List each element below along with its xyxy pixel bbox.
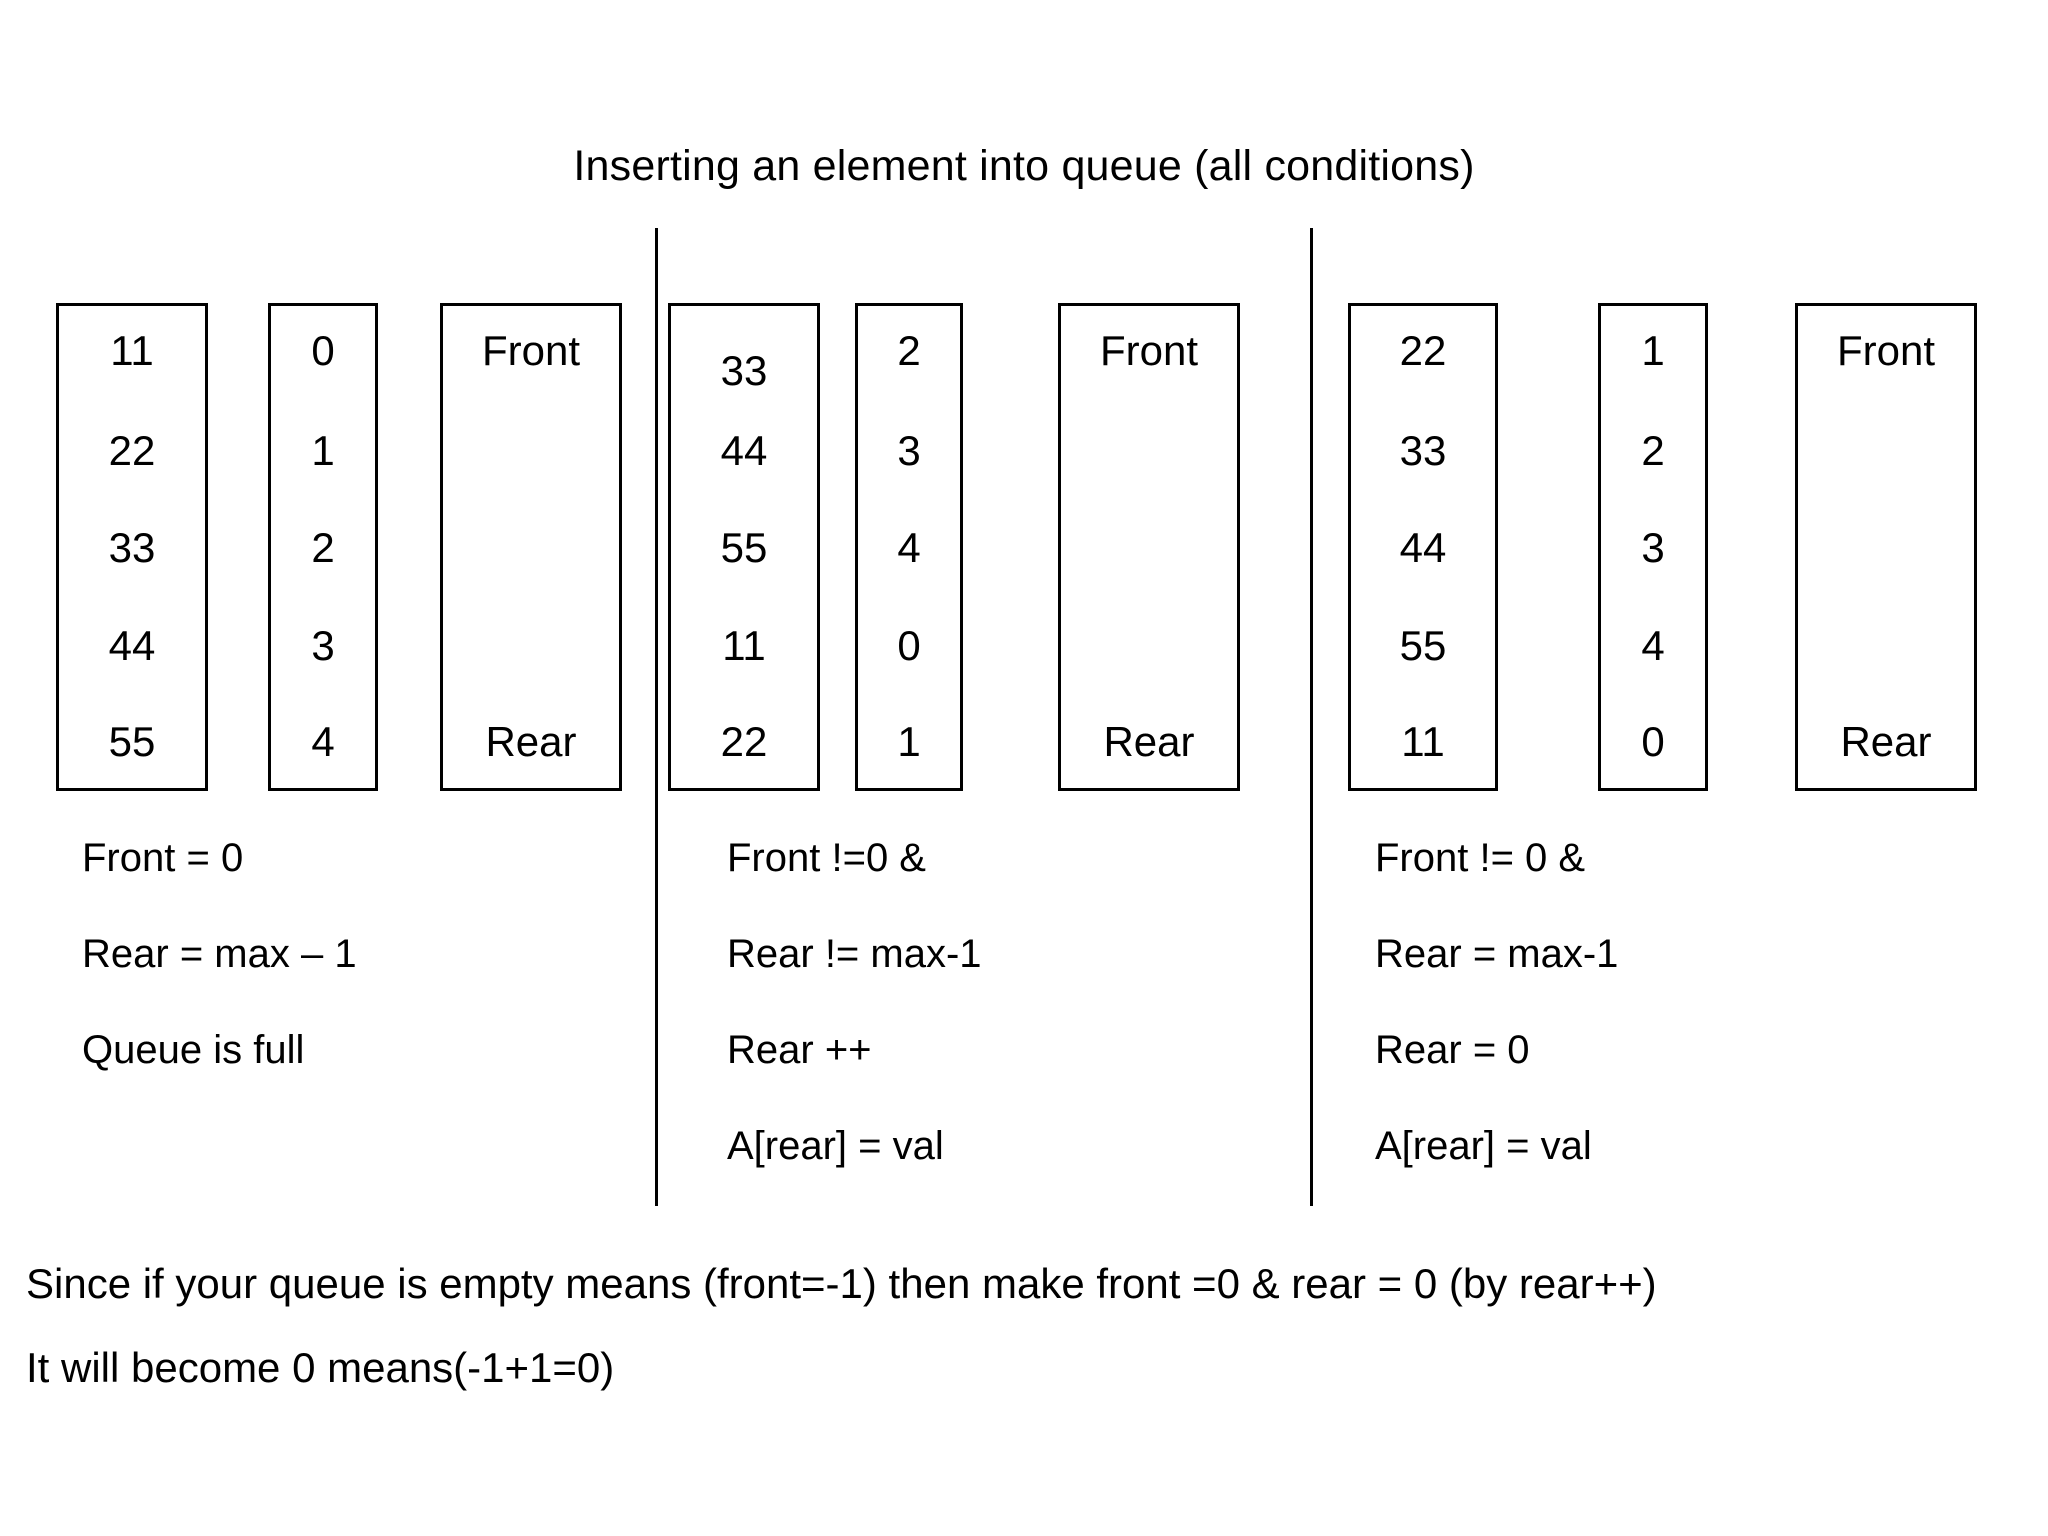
footer-note-line-1: Since if your queue is empty means (fron… [26, 1260, 1657, 1307]
rear-pointer-label: Rear [1840, 718, 1932, 765]
group-1-values-column: 11 22 33 44 55 [56, 303, 208, 791]
front-pointer-label: Front [1099, 327, 1199, 374]
queue-cell-index: 4 [897, 524, 921, 571]
group-1-pointer-column: Front Rear [440, 303, 622, 791]
condition-line: Queue is full [82, 1028, 305, 1072]
condition-line: Front != 0 & [1375, 836, 1586, 880]
front-pointer-label: Front [1836, 327, 1936, 374]
queue-cell-index: 0 [311, 327, 335, 374]
condition-line: A[rear] = val [1375, 1124, 1592, 1168]
queue-cell-index: 1 [311, 427, 335, 474]
condition-line: Front = 0 [82, 836, 244, 880]
condition-line: Rear = 0 [1375, 1028, 1530, 1072]
condition-line: Rear = max – 1 [82, 932, 357, 976]
queue-cell-index: 1 [897, 718, 921, 765]
group-2-pointer-column: Front Rear [1058, 303, 1240, 791]
queue-cell-value: 44 [108, 622, 156, 669]
queue-cell-index: 2 [311, 524, 335, 571]
group-3-values-column: 22 33 44 55 11 [1348, 303, 1498, 791]
group-2-values-column: 33 44 55 11 22 [668, 303, 820, 791]
queue-cell-value: 55 [720, 524, 768, 571]
queue-cell-value: 33 [720, 347, 768, 394]
condition-line: Rear ++ [727, 1028, 872, 1072]
queue-cell-index: 3 [1641, 524, 1665, 571]
queue-cell-value: 22 [720, 718, 768, 765]
group-1-conditions: Front = 0 Rear = max – 1 Queue is full [82, 810, 357, 1098]
queue-cell-value: 11 [110, 327, 154, 374]
rear-pointer-label: Rear [485, 718, 577, 765]
queue-cell-index: 2 [1641, 427, 1665, 474]
queue-cell-value: 44 [720, 427, 768, 474]
condition-line: A[rear] = val [727, 1124, 944, 1168]
group-separator-line-1 [655, 228, 658, 1206]
queue-cell-value: 33 [108, 524, 156, 571]
page-title: Inserting an element into queue (all con… [573, 142, 1475, 190]
queue-cell-value: 55 [108, 718, 156, 765]
queue-cell-value: 11 [722, 622, 766, 669]
queue-cell-index: 3 [311, 622, 335, 669]
front-pointer-label: Front [481, 327, 581, 374]
queue-cell-index: 0 [897, 622, 921, 669]
rear-pointer-label: Rear [1103, 718, 1195, 765]
group-1-index-column: 0 1 2 3 4 [268, 303, 378, 791]
queue-cell-value: 22 [1399, 327, 1447, 374]
queue-cell-index: 2 [897, 327, 921, 374]
condition-line: Front !=0 & [727, 836, 926, 880]
queue-cell-index: 4 [311, 718, 335, 765]
queue-cell-value: 44 [1399, 524, 1447, 571]
queue-cell-value: 11 [1401, 718, 1445, 765]
group-3-pointer-column: Front Rear [1795, 303, 1977, 791]
queue-cell-value: 33 [1399, 427, 1447, 474]
group-2-index-column: 2 3 4 0 1 [855, 303, 963, 791]
footer-note-line-2: It will become 0 means(-1+1=0) [26, 1344, 615, 1391]
queue-cell-index: 4 [1641, 622, 1665, 669]
group-2-conditions: Front !=0 & Rear != max-1 Rear ++ A[rear… [727, 810, 982, 1194]
queue-cell-value: 55 [1399, 622, 1447, 669]
group-3-conditions: Front != 0 & Rear = max-1 Rear = 0 A[rea… [1375, 810, 1618, 1194]
condition-line: Rear != max-1 [727, 932, 982, 976]
group-3-index-column: 1 2 3 4 0 [1598, 303, 1708, 791]
queue-cell-index: 1 [1641, 327, 1665, 374]
queue-cell-index: 0 [1641, 718, 1665, 765]
queue-cell-index: 3 [897, 427, 921, 474]
queue-cell-value: 22 [108, 427, 156, 474]
condition-line: Rear = max-1 [1375, 932, 1619, 976]
group-separator-line-2 [1310, 228, 1313, 1206]
